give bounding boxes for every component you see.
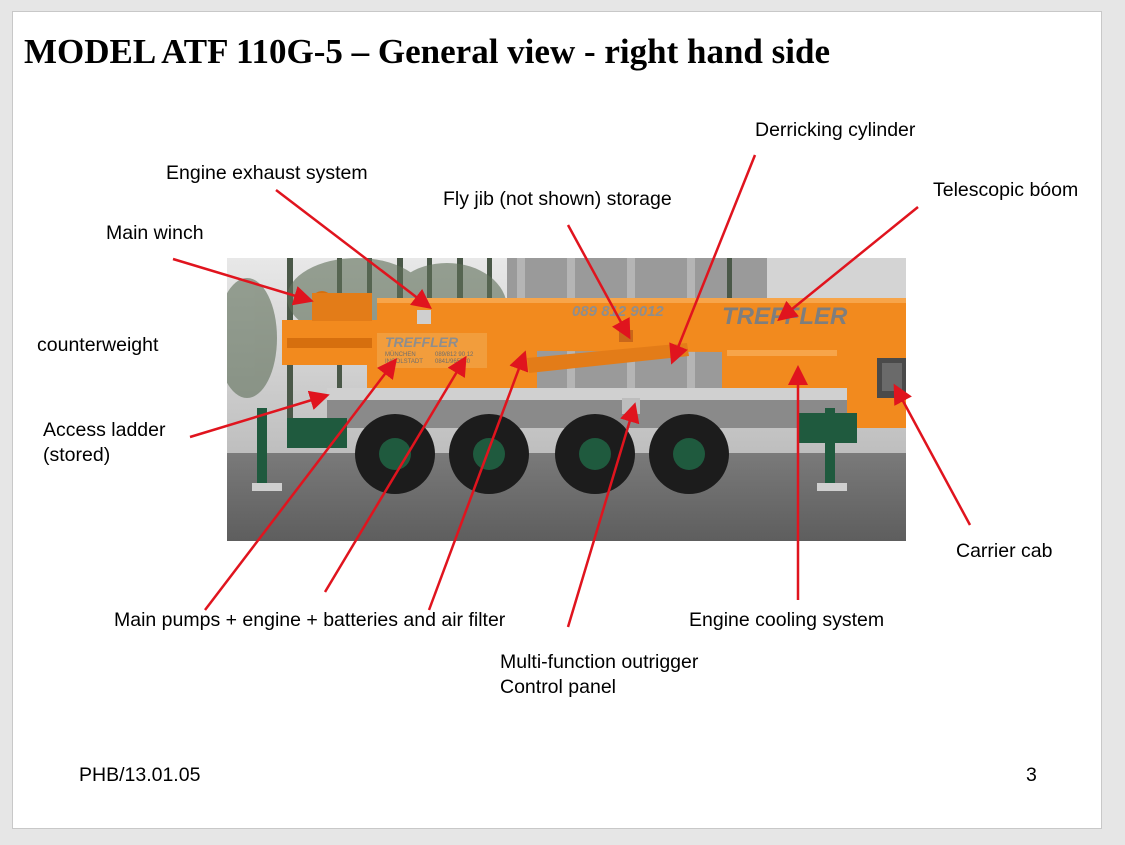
boom-phone: 089 812 9012 bbox=[572, 303, 664, 320]
body-phone-2: 0841/965530 bbox=[435, 359, 471, 365]
label-access-ladder-line1: Access ladder bbox=[43, 419, 166, 441]
footer-reference: PHB/13.01.05 bbox=[79, 764, 201, 786]
derricking-cylinder bbox=[527, 343, 689, 373]
label-main-pumps: Main pumps + engine + batteries and air … bbox=[114, 609, 506, 631]
fly-jib-box bbox=[619, 330, 633, 342]
label-outrigger-line2: Control panel bbox=[500, 676, 616, 698]
label-carrier-cab: Carrier cab bbox=[956, 540, 1053, 562]
label-derricking-cylinder: Derricking cylinder bbox=[755, 119, 916, 141]
label-counterweight: counterweight bbox=[37, 334, 159, 356]
label-main-winch: Main winch bbox=[106, 222, 204, 244]
label-fly-jib: Fly jib (not shown) storage bbox=[443, 188, 672, 210]
crane-photo: 089 812 9012 TREFFLER TREFFLER MÜNCHEN I… bbox=[227, 258, 906, 541]
label-access-ladder-line2: (stored) bbox=[43, 444, 111, 466]
label-outrigger-line1: Multi-function outrigger bbox=[500, 651, 699, 673]
slide-title: MODEL ATF 110G-5 – General view - right … bbox=[24, 32, 830, 71]
body-phone-1: 089/812 90 12 bbox=[435, 352, 474, 358]
label-engine-exhaust: Engine exhaust system bbox=[166, 162, 368, 184]
body-company: TREFFLER bbox=[385, 334, 459, 350]
label-telescopic-boom: Telescopic bóom bbox=[933, 179, 1079, 201]
body-line-1: MÜNCHEN bbox=[385, 351, 416, 358]
exhaust-stack bbox=[417, 310, 431, 324]
body-line-2: INGOLSTADT bbox=[385, 359, 423, 365]
label-engine-cooling: Engine cooling system bbox=[689, 609, 885, 631]
boom-company: TREFFLER bbox=[722, 303, 848, 330]
page-number: 3 bbox=[1026, 764, 1037, 786]
chassis bbox=[327, 388, 847, 400]
